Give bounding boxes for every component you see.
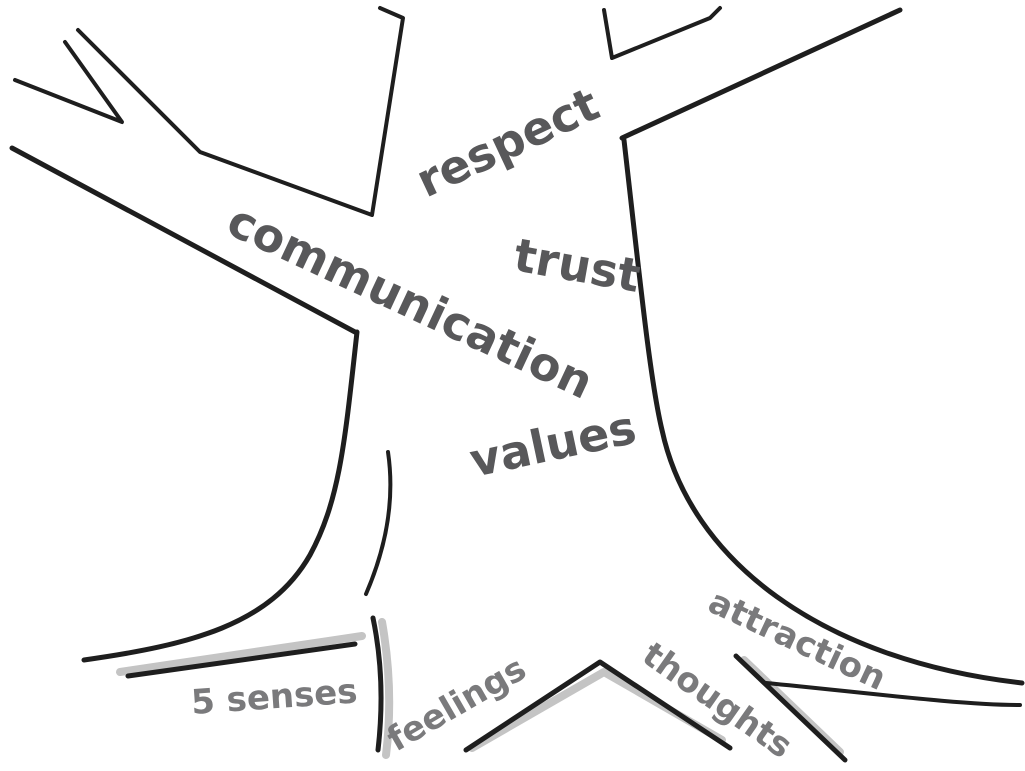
attraction-label: attraction bbox=[702, 582, 892, 699]
respect-label: respect bbox=[408, 77, 607, 208]
trunk-words: respect trust communication values bbox=[219, 77, 644, 488]
far-right-root bbox=[764, 681, 1022, 707]
trunk-inner-line bbox=[364, 450, 393, 596]
left-root bbox=[125, 641, 358, 679]
communication-label: communication bbox=[219, 193, 601, 409]
left-branches bbox=[9, 6, 405, 335]
right-branch-outline bbox=[619, 7, 903, 141]
middle-root bbox=[370, 615, 384, 753]
middle-root-shadow bbox=[378, 618, 394, 759]
far-left-branch-upper bbox=[13, 40, 124, 124]
right-branches bbox=[602, 6, 903, 141]
left-branch-outline bbox=[76, 6, 405, 217]
trunk bbox=[81, 137, 1025, 686]
top-right-stub bbox=[602, 6, 722, 60]
root-words: 5 senses feelings thoughts attraction bbox=[190, 582, 892, 767]
feelings-label: feelings bbox=[381, 649, 534, 760]
trust-label: trust bbox=[510, 228, 644, 303]
left-root-shadow bbox=[116, 632, 366, 676]
center-root bbox=[463, 659, 733, 753]
right-root bbox=[733, 653, 848, 763]
trunk-right-side bbox=[621, 137, 1025, 686]
roots bbox=[125, 615, 1022, 763]
trunk-left-side bbox=[81, 329, 360, 663]
values-label: values bbox=[465, 400, 641, 488]
lower-left-branch-outline bbox=[9, 145, 358, 335]
five-senses-label: 5 senses bbox=[190, 671, 359, 723]
